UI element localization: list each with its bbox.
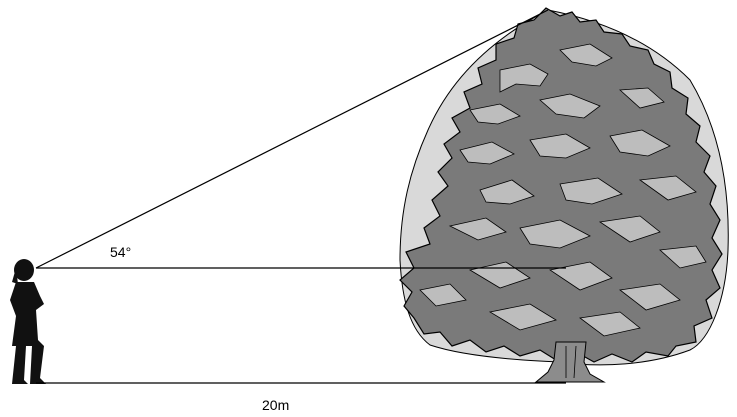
sight-lines: [35, 9, 566, 384]
tree-trunk: [534, 341, 606, 383]
distance-label: 20m: [262, 397, 289, 413]
person-silhouette-icon: [10, 259, 46, 384]
tree-icon: [399, 7, 729, 383]
angle-label: 54°: [110, 244, 131, 260]
leaf-highlights: [419, 43, 707, 337]
line-of-sight-to-top: [35, 9, 549, 269]
